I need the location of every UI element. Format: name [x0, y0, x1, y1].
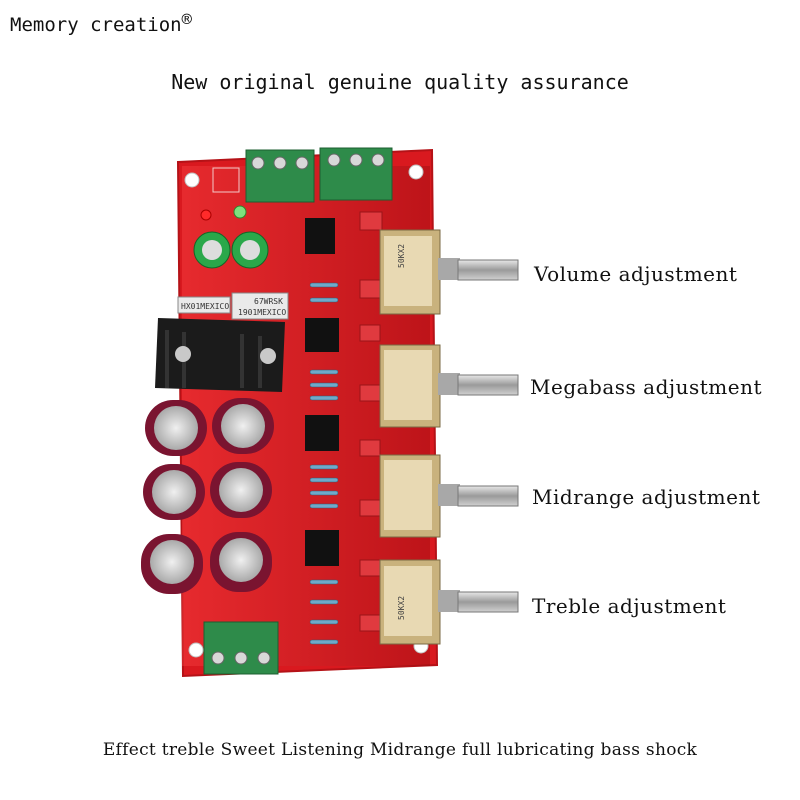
potentiometer-treble: 50KX2 — [379, 559, 519, 645]
midrange-label: Midrange adjustment — [532, 485, 761, 509]
electrolytic-capacitor — [141, 534, 203, 594]
mount-hole — [188, 642, 204, 658]
ic-chip — [305, 218, 335, 254]
pot-marking: 50KX2 — [397, 244, 406, 268]
regulator-right-marking: 67WRSK — [254, 297, 283, 306]
film-capacitor — [359, 211, 383, 632]
electrolytic-capacitor — [210, 532, 272, 592]
registered-mark: ® — [181, 10, 192, 30]
tagline: New original genuine quality assurance — [171, 70, 629, 94]
green-capacitor — [231, 231, 269, 269]
ic-chip — [305, 318, 339, 352]
megabass-label: Megabass adjustment — [530, 375, 762, 399]
terminal-block-output — [319, 147, 393, 201]
electrolytic-capacitor — [145, 400, 207, 456]
brand-name: Memory creation — [10, 14, 182, 36]
green-capacitor — [193, 231, 231, 269]
pot-marking: 50KX2 — [397, 596, 406, 620]
resistor-array — [309, 282, 339, 645]
regulator-chip — [231, 292, 289, 320]
mount-hole — [408, 164, 424, 180]
volume-label: Volume adjustment — [534, 262, 738, 286]
terminal-block-input — [245, 149, 315, 203]
led-red — [200, 209, 212, 221]
potentiometer-midrange — [379, 454, 519, 538]
electrolytic-capacitor — [212, 398, 274, 454]
regulator-right-marking-2: 1901MEXICO — [238, 308, 286, 317]
potentiometer-megabass — [379, 344, 519, 428]
heatsink — [155, 318, 285, 392]
terminal-block-power — [203, 621, 279, 675]
ic-chip — [305, 530, 339, 566]
footer-caption: Effect treble Sweet Listening Midrange f… — [102, 740, 698, 760]
potentiometer-volume: 50KX2 — [379, 229, 519, 315]
electrolytic-capacitor — [210, 462, 272, 518]
ic-chip — [305, 415, 339, 451]
regulator-left-marking: HX01MEXICO — [181, 302, 229, 311]
treble-label: Treble adjustment — [532, 594, 727, 618]
brand-logo-text: Memory creation® — [10, 10, 192, 36]
mount-hole — [184, 172, 200, 188]
electrolytic-capacitor — [143, 464, 205, 520]
regulator-chip — [177, 296, 231, 314]
led-green — [233, 205, 247, 219]
